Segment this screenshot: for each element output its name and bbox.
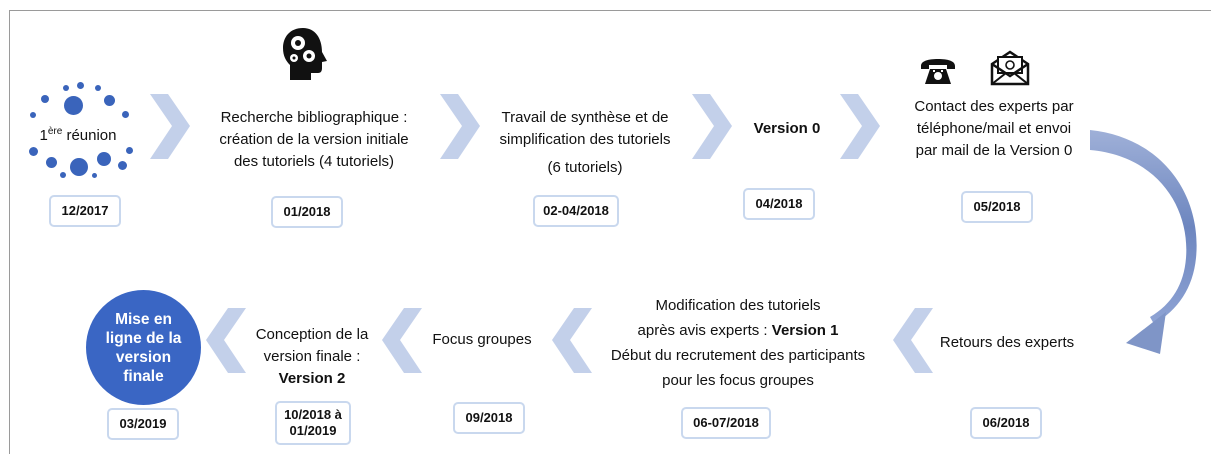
step-focus-groups: Focus groupes <box>432 331 532 348</box>
date-line: 01/2019 <box>289 423 337 438</box>
step-first-meeting: 1ère réunion <box>39 126 117 144</box>
date-badge: 12/2017 <box>49 195 121 227</box>
step-text-line: Version 2 <box>278 370 346 387</box>
chevron-left-icon <box>382 308 422 373</box>
step-final-release: Mise en ligne de la version finale <box>86 290 201 405</box>
step-synthesis: Travail de synthèse et de simplification… <box>476 107 694 179</box>
dot <box>64 96 83 115</box>
step-text-line: Conception de la <box>255 326 369 343</box>
head-gears-icon <box>283 28 327 80</box>
dot <box>41 95 49 103</box>
chevron-right-icon <box>440 94 480 159</box>
telephone-icon <box>921 59 955 84</box>
step-text-line: création de la version initiale <box>219 131 409 148</box>
date-badge: 02-04/2018 <box>533 195 619 227</box>
date-badge: 09/2018 <box>453 402 525 434</box>
dot <box>60 172 66 178</box>
step-text-line: version <box>115 348 172 366</box>
dot <box>70 158 88 176</box>
step-version-0: Version 0 <box>753 120 821 137</box>
dot <box>77 82 84 89</box>
step-text-line: finale <box>123 367 164 385</box>
dot <box>29 147 38 156</box>
step-text-line: Modification des tutoriels <box>655 297 821 314</box>
step-text-line: après avis experts : Version 1 <box>637 322 839 339</box>
step-expert-feedback: Retours des experts <box>939 334 1075 351</box>
dot <box>97 152 111 166</box>
date-badge: 03/2019 <box>107 408 179 440</box>
step-text-line: Travail de synthèse et de <box>501 109 669 126</box>
dot <box>95 85 101 91</box>
dot <box>30 112 36 118</box>
step-text-line: simplification des tutoriels <box>499 131 671 148</box>
chevron-left-icon <box>206 308 246 373</box>
chevron-left-icon <box>552 308 592 373</box>
step-text-line: Contact des experts par <box>914 98 1074 115</box>
date-badge: 06-07/2018 <box>681 407 771 439</box>
date-badge: 06/2018 <box>970 407 1042 439</box>
dot <box>118 161 127 170</box>
step-text-line: Début du recrutement des participants <box>610 347 866 364</box>
date-badge: 01/2018 <box>271 196 343 228</box>
step-text-line: des tutoriels (4 tutoriels) <box>233 153 395 170</box>
step-tutorial-modification: Modification des tutoriels après avis ex… <box>588 293 888 393</box>
diagram-frame <box>9 10 1211 454</box>
step-contact-experts: Contact des experts par téléphone/mail e… <box>884 96 1104 162</box>
dot <box>122 111 129 118</box>
dot <box>46 157 57 168</box>
step-text-line: ligne de la <box>105 329 182 347</box>
chevron-right-icon <box>692 94 732 159</box>
dot <box>126 147 133 154</box>
step-bibliographic-research: Recherche bibliographique : création de … <box>196 107 432 173</box>
chevron-right-icon <box>840 94 880 159</box>
date-badge: 04/2018 <box>743 188 815 220</box>
step-text-line: par mail de la Version 0 <box>915 142 1073 159</box>
dot <box>104 95 115 106</box>
dot <box>63 85 69 91</box>
step-text-line: pour les focus groupes <box>662 372 814 389</box>
step-text-line: téléphone/mail et envoi <box>916 120 1072 137</box>
chevron-left-icon <box>893 308 933 373</box>
date-badge: 05/2018 <box>961 191 1033 223</box>
step-final-design: Conception de la version finale : Versio… <box>236 324 388 390</box>
date-line: 10/2018 à <box>284 407 342 422</box>
envelope-icon <box>990 50 1030 86</box>
step-text-line: Mise en <box>115 310 172 328</box>
dot <box>92 173 97 178</box>
chevron-right-icon <box>150 94 190 159</box>
curved-arrow <box>1090 130 1197 354</box>
step-text-line: version finale : <box>263 348 361 365</box>
step-text-line: Recherche bibliographique : <box>220 109 408 126</box>
step-text-line: (6 tutoriels) <box>547 159 623 176</box>
date-badge: 10/2018 à 01/2019 <box>275 401 351 445</box>
